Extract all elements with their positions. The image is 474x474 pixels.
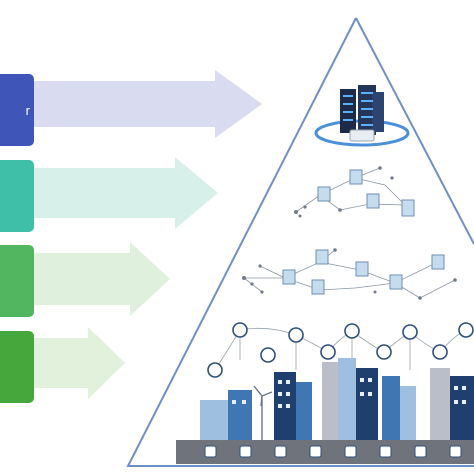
- server-rack-icon: [314, 85, 410, 147]
- arrow-fog: [34, 157, 218, 229]
- devices-layer-box: [0, 331, 34, 403]
- building-windows: [232, 378, 466, 408]
- pyramid-outline: [126, 17, 474, 467]
- arrow-devices: [34, 327, 125, 399]
- wind-turbine-icon: [253, 385, 273, 440]
- layer-arrows: [34, 70, 262, 399]
- cloud-layer-label: r: [25, 102, 30, 118]
- edge-node-network: [243, 249, 456, 299]
- arrow-cloud: [34, 70, 262, 138]
- edge-node-icon: [282, 249, 445, 295]
- cloud-layer-box: r: [0, 74, 34, 146]
- edge-device-dots: [242, 248, 457, 300]
- city-skyline: [200, 358, 474, 440]
- iot-device-icon: [207, 322, 474, 378]
- fog-layer-box: [0, 160, 34, 232]
- ground-device-tiles: [204, 445, 462, 458]
- fog-node-icon: [317, 169, 415, 217]
- arrow-edge: [34, 242, 170, 316]
- fog-device-dots: [294, 166, 394, 218]
- city-ground: [176, 440, 474, 464]
- edge-layer-box: [0, 245, 34, 317]
